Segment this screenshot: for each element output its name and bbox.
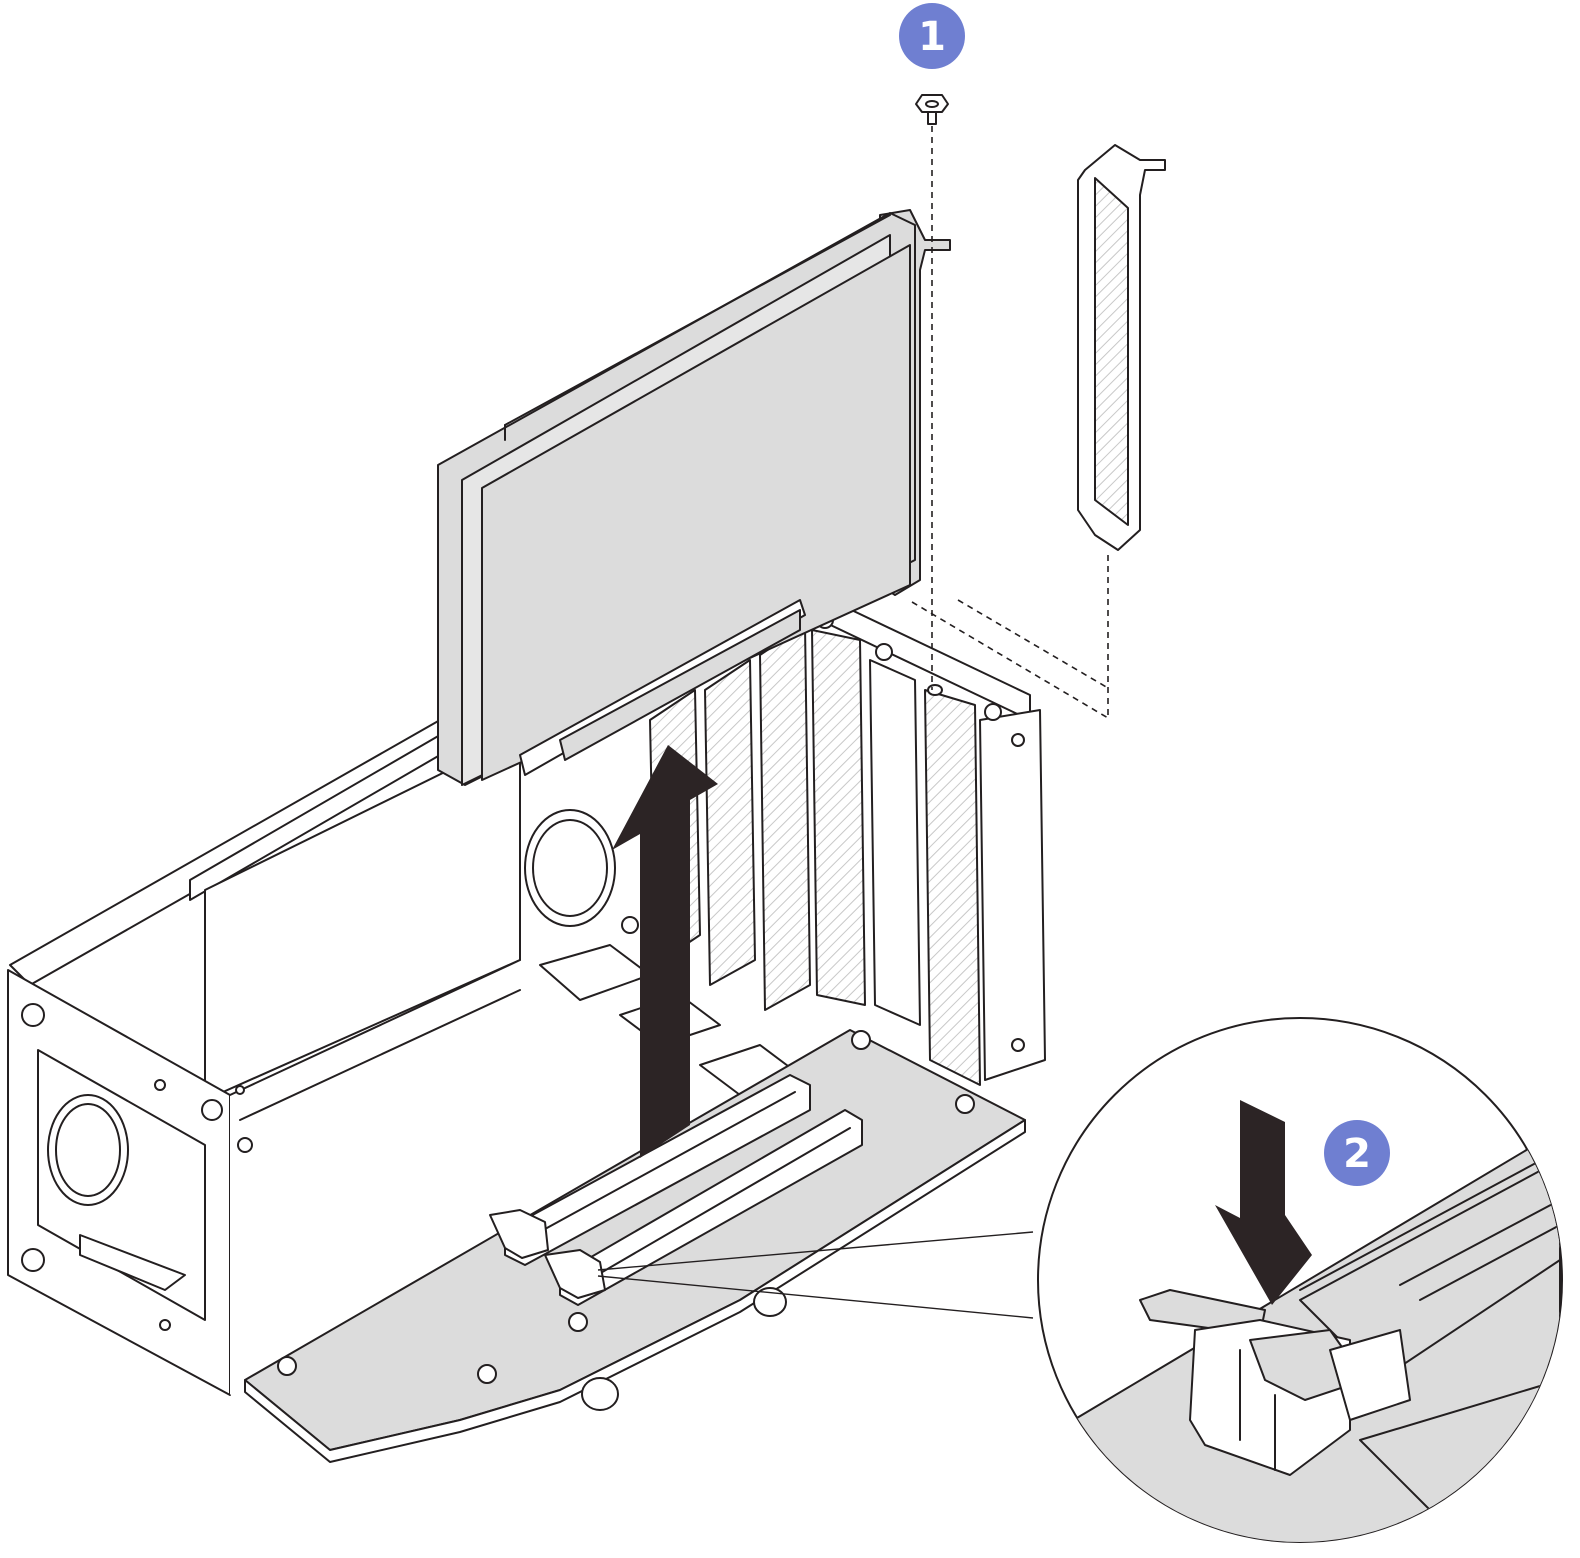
press-arrow bbox=[1215, 1100, 1312, 1305]
slot-filler-bracket[interactable] bbox=[1077, 144, 1166, 551]
screw[interactable] bbox=[915, 94, 949, 125]
callout-step-1-label: 1 bbox=[918, 14, 946, 60]
latch-detail-view bbox=[1037, 1017, 1563, 1543]
retention-latch-zoom[interactable] bbox=[1139, 1289, 1411, 1476]
callout-step-2-label: 2 bbox=[1343, 1131, 1371, 1177]
pcie-slot-1 bbox=[504, 1074, 811, 1266]
riser-cage bbox=[7, 719, 801, 1396]
callout-step-2: 2 bbox=[1324, 1120, 1390, 1186]
remove-arrow bbox=[612, 745, 718, 1158]
retention-latch-2[interactable] bbox=[544, 1249, 606, 1299]
slot-brackets bbox=[649, 594, 1046, 1086]
alignment-guides bbox=[911, 126, 1109, 719]
pcie-slot-2 bbox=[559, 1109, 863, 1306]
zoom-leader-lines bbox=[597, 1231, 1034, 1319]
callout-step-1: 1 bbox=[899, 3, 965, 69]
pcie-adapter[interactable] bbox=[437, 209, 951, 786]
retention-latch-1[interactable] bbox=[489, 1209, 549, 1259]
